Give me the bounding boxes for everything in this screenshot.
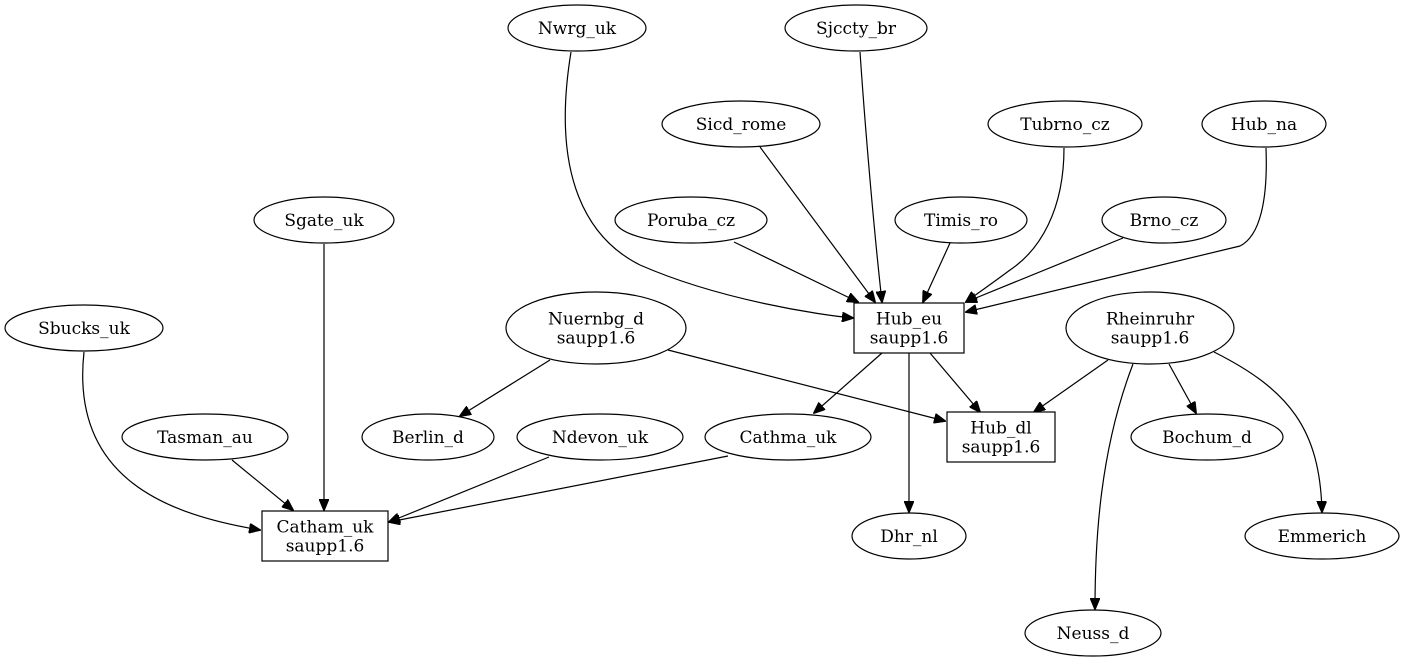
node-label: Hub_dl xyxy=(970,419,1031,439)
edge-nwrg_uk-to-hub_eu xyxy=(564,51,853,318)
node-ellipse xyxy=(1244,512,1400,560)
node-bochum_d[interactable]: Bochum_d xyxy=(1130,413,1284,461)
node-ellipse xyxy=(987,100,1143,148)
edge-cathma_uk-to-catham_uk xyxy=(389,455,729,522)
node-label: Nwrg_uk xyxy=(538,19,617,39)
node-ellipse xyxy=(505,291,687,365)
node-poruba_cz[interactable]: Poruba_cz xyxy=(614,196,768,244)
node-ellipse xyxy=(121,413,289,461)
node-timis_ro[interactable]: Timis_ro xyxy=(894,196,1028,244)
node-sbucks_uk[interactable]: Sbucks_uk xyxy=(4,304,164,352)
node-sublabel: saupp1.6 xyxy=(286,537,365,557)
edge-tubrno_cz-to-hub_eu xyxy=(966,147,1065,302)
node-label: Nuernbg_d xyxy=(548,310,644,330)
edge-timis_ro-to-hub_eu xyxy=(923,242,951,302)
edge-nuernbg_d-to-berlin_d xyxy=(460,359,551,416)
edge-sjccty_br-to-hub_eu xyxy=(859,51,882,302)
node-label: Bochum_d xyxy=(1162,428,1252,448)
edge-hub_na-to-hub_eu xyxy=(966,147,1267,312)
node-sjccty_br[interactable]: Sjccty_br xyxy=(784,4,928,52)
node-sublabel: saupp1.6 xyxy=(1111,329,1190,349)
node-ellipse xyxy=(4,304,164,352)
node-ellipse xyxy=(507,4,647,52)
node-berlin_d[interactable]: Berlin_d xyxy=(361,413,495,461)
node-sicd_rome[interactable]: Sicd_rome xyxy=(661,100,821,148)
node-ellipse xyxy=(704,413,872,461)
node-box xyxy=(853,302,965,354)
node-label: Sgate_uk xyxy=(284,211,364,231)
node-ellipse xyxy=(516,413,684,461)
edge-rheinruhr-to-emmerich xyxy=(1213,351,1322,512)
node-label: Sjccty_br xyxy=(816,19,897,39)
node-brno_cz[interactable]: Brno_cz xyxy=(1101,196,1227,244)
node-ndevon_uk[interactable]: Ndevon_uk xyxy=(516,413,684,461)
edge-rheinruhr-to-bochum_d xyxy=(1168,363,1196,413)
node-label: Hub_na xyxy=(1231,115,1297,135)
edge-hub_eu-to-hub_dl xyxy=(929,352,980,412)
node-ellipse xyxy=(1130,413,1284,461)
node-ellipse xyxy=(661,100,821,148)
node-ellipse xyxy=(894,196,1028,244)
edge-ndevon_uk-to-catham_uk xyxy=(389,456,550,522)
edge-brno_cz-to-hub_eu xyxy=(966,237,1124,302)
node-sublabel: saupp1.6 xyxy=(557,329,636,349)
node-nwrg_uk[interactable]: Nwrg_uk xyxy=(507,4,647,52)
node-ellipse xyxy=(1065,291,1235,365)
edge-tasman_au-to-catham_uk xyxy=(231,459,293,510)
node-label: Cathma_uk xyxy=(740,428,838,448)
node-ellipse xyxy=(1201,100,1327,148)
node-label: Sbucks_uk xyxy=(38,319,130,339)
edge-hub_eu-to-cathma_uk xyxy=(814,352,883,413)
node-label: Dhr_nl xyxy=(880,527,938,547)
edge-rheinruhr-to-neuss_d xyxy=(1095,363,1134,609)
node-label: Timis_ro xyxy=(924,211,998,231)
node-ellipse xyxy=(361,413,495,461)
node-dhr_nl[interactable]: Dhr_nl xyxy=(851,512,967,560)
node-label: Brno_cz xyxy=(1130,211,1199,231)
node-ellipse xyxy=(1101,196,1227,244)
edge-poruba_cz-to-hub_eu xyxy=(733,241,858,302)
node-label: Tubrno_cz xyxy=(1020,115,1110,135)
node-sublabel: saupp1.6 xyxy=(870,329,949,349)
node-ellipse xyxy=(784,4,928,52)
node-ellipse xyxy=(851,512,967,560)
node-sublabel: saupp1.6 xyxy=(962,438,1041,458)
node-label: Hub_eu xyxy=(876,310,942,330)
edge-rheinruhr-to-hub_dl xyxy=(1034,359,1109,412)
edge-nuernbg_d-to-hub_dl xyxy=(667,349,945,421)
node-hub_na[interactable]: Hub_na xyxy=(1201,100,1327,148)
edge-sicd_rome-to-hub_eu xyxy=(759,146,875,302)
node-label: Poruba_cz xyxy=(647,211,735,231)
node-label: Berlin_d xyxy=(392,428,464,448)
node-ellipse xyxy=(253,196,395,244)
node-emmerich[interactable]: Emmerich xyxy=(1244,512,1400,560)
node-label: Ndevon_uk xyxy=(552,428,649,448)
node-label: Sicd_rome xyxy=(696,115,787,135)
node-ellipse xyxy=(1024,609,1162,657)
node-cathma_uk[interactable]: Cathma_uk xyxy=(704,413,872,461)
edges-layer xyxy=(82,51,1322,609)
node-label: Tasman_au xyxy=(157,428,253,448)
node-ellipse xyxy=(614,196,768,244)
node-tubrno_cz[interactable]: Tubrno_cz xyxy=(987,100,1143,148)
node-label: Rheinruhr xyxy=(1106,310,1195,330)
node-box xyxy=(946,411,1056,463)
node-box xyxy=(261,510,389,562)
node-sgate_uk[interactable]: Sgate_uk xyxy=(253,196,395,244)
node-neuss_d[interactable]: Neuss_d xyxy=(1024,609,1162,657)
edge-sbucks_uk-to-catham_uk xyxy=(82,351,260,530)
node-label: Catham_uk xyxy=(277,518,375,538)
node-label: Emmerich xyxy=(1278,527,1367,547)
node-tasman_au[interactable]: Tasman_au xyxy=(121,413,289,461)
node-label: Neuss_d xyxy=(1057,624,1130,644)
